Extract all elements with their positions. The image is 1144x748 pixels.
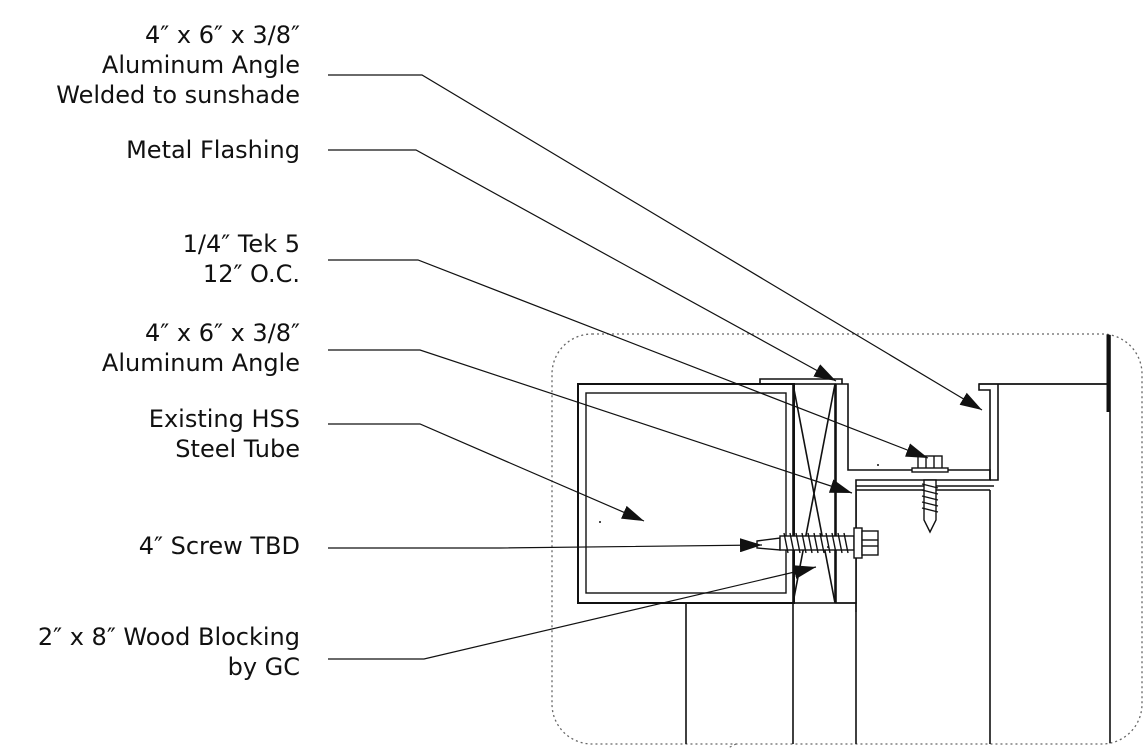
- leader-hss-tube: [328, 423, 645, 522]
- callout-line: Metal Flashing: [126, 136, 300, 164]
- tek-screw: [911, 455, 949, 534]
- callout-label-lower-angle: 4″ x 6″ x 3/8″ Aluminum Angle: [102, 318, 300, 378]
- callout-line: 4″ x 6″ x 3/8″: [145, 21, 300, 49]
- hss-steel-tube: [577, 383, 795, 604]
- lower-angle-bottom: [836, 602, 857, 612]
- wood-blocking: [792, 383, 836, 604]
- callout-line: 4″ x 6″ x 3/8″: [145, 319, 300, 347]
- leader-tek-screw: [328, 259, 929, 459]
- callout-label-tek-screw: 1/4″ Tek 5 12″ O.C.: [183, 229, 300, 289]
- callout-line: 12″ O.C.: [202, 260, 300, 288]
- callout-label-hss-tube: Existing HSS Steel Tube: [149, 404, 300, 464]
- callout-label-wood-blocking: 2″ x 8″ Wood Blocking by GC: [38, 622, 300, 682]
- speck: [877, 464, 879, 466]
- leader-screw-tbd: [328, 538, 763, 553]
- callout-line: 1/4″ Tek 5: [182, 230, 300, 258]
- callout-line: Aluminum Angle: [101, 51, 300, 79]
- boundary-tail: [727, 743, 737, 748]
- lower-aluminum-angle: [835, 383, 991, 604]
- callout-line: 4″ Screw TBD: [138, 532, 300, 560]
- leader-wood-blocking: [328, 565, 817, 660]
- callout-line: by GC: [227, 653, 300, 681]
- screw-tbd: [756, 527, 879, 559]
- callout-line: Welded to sunshade: [56, 81, 300, 109]
- detail-boundary: [551, 333, 1143, 745]
- callout-line: Aluminum Angle: [101, 349, 300, 377]
- speck: [827, 546, 829, 548]
- callout-line: 2″ x 8″ Wood Blocking: [37, 623, 300, 651]
- upper-aluminum-angle: [978, 383, 1109, 481]
- callout-label-metal-flashing: Metal Flashing: [126, 135, 300, 165]
- callout-line: Existing HSS: [148, 405, 300, 433]
- callout-line: Steel Tube: [175, 435, 300, 463]
- leader-lower-angle: [328, 349, 853, 494]
- speck: [599, 521, 601, 523]
- callout-label-screw-tbd: 4″ Screw TBD: [139, 531, 300, 561]
- leader-upper-angle: [328, 74, 983, 411]
- callout-label-upper-angle: 4″ x 6″ x 3/8″ Aluminum Angle Welded to …: [56, 20, 300, 110]
- leader-metal-flashing: [328, 149, 837, 382]
